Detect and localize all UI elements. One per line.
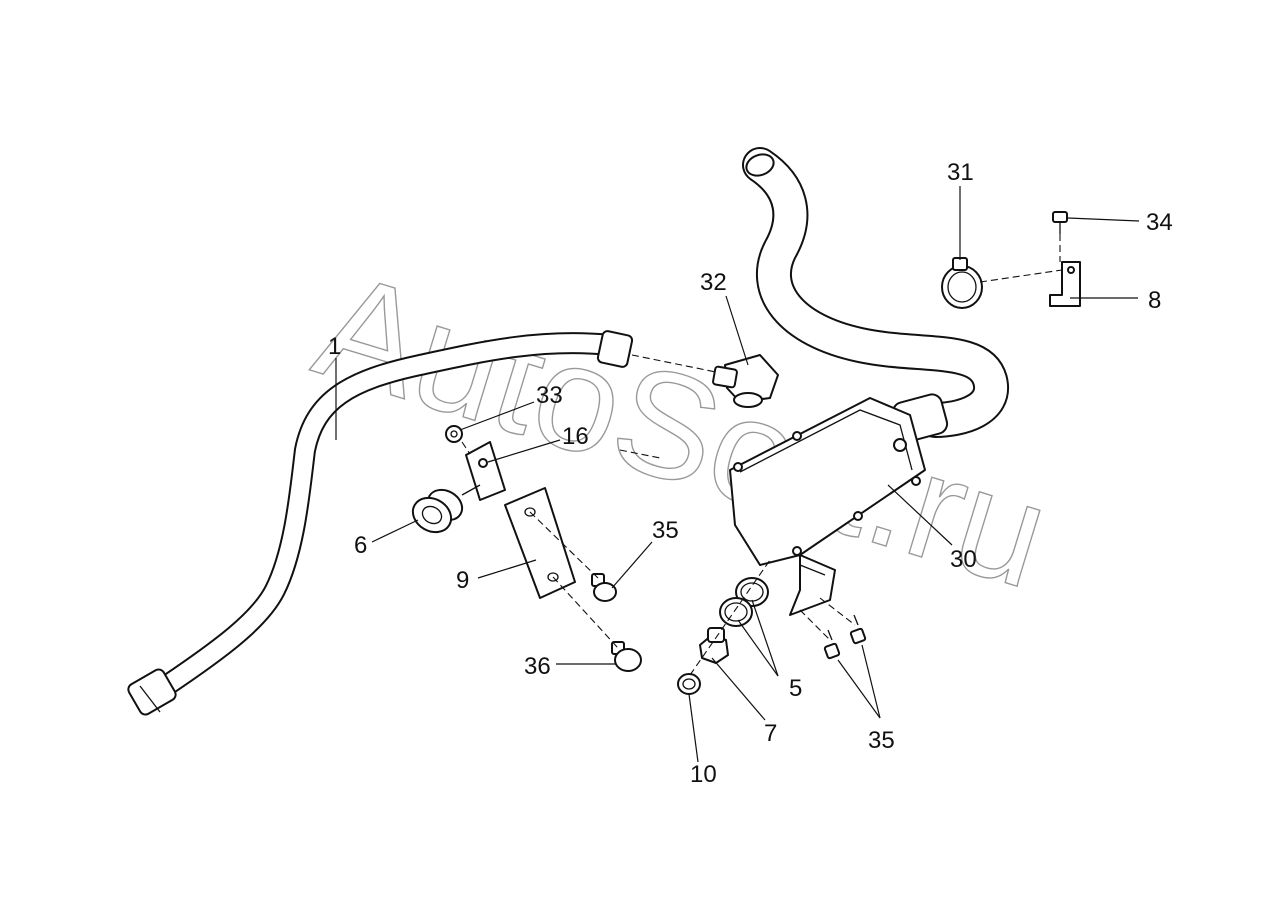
bolts-35-right [823, 614, 867, 660]
plate-9 [504, 487, 576, 599]
callout-1: 1 [328, 333, 341, 360]
assembly-axes [461, 234, 1063, 676]
bolt-34 [1052, 211, 1068, 234]
callout-36: 36 [524, 653, 551, 680]
callout-31: 31 [947, 159, 974, 186]
pipe-1 [127, 330, 634, 716]
callout-7: 7 [764, 720, 777, 747]
callout-9: 9 [456, 567, 469, 594]
sensor-32 [712, 354, 779, 408]
callout-10: 10 [690, 761, 717, 788]
clip-16 [465, 441, 506, 501]
plug-7 [699, 627, 729, 664]
callout-35-right: 35 [868, 727, 895, 754]
clamp-31 [941, 257, 983, 309]
callout-30: 30 [950, 546, 977, 573]
callout-8: 8 [1148, 287, 1161, 314]
callout-5: 5 [789, 675, 802, 702]
callout-33: 33 [536, 382, 563, 409]
bracket-8 [1049, 261, 1081, 307]
washer-33 [445, 425, 463, 443]
callout-32: 32 [700, 269, 727, 296]
callout-34: 34 [1146, 209, 1173, 236]
housing-30 [729, 397, 926, 616]
callout-16: 16 [562, 423, 589, 450]
leader-lines [335, 186, 1140, 763]
callout-6: 6 [354, 532, 367, 559]
bolt-36 [611, 641, 642, 672]
grommet-6 [411, 484, 481, 534]
callout-35-left: 35 [652, 517, 679, 544]
callouts: 1 32 31 34 8 33 16 6 9 35 36 5 7 10 35 3… [328, 159, 1173, 788]
washer-10 [677, 673, 701, 695]
o-rings-5 [719, 577, 769, 627]
bolt-35-left [591, 573, 617, 602]
